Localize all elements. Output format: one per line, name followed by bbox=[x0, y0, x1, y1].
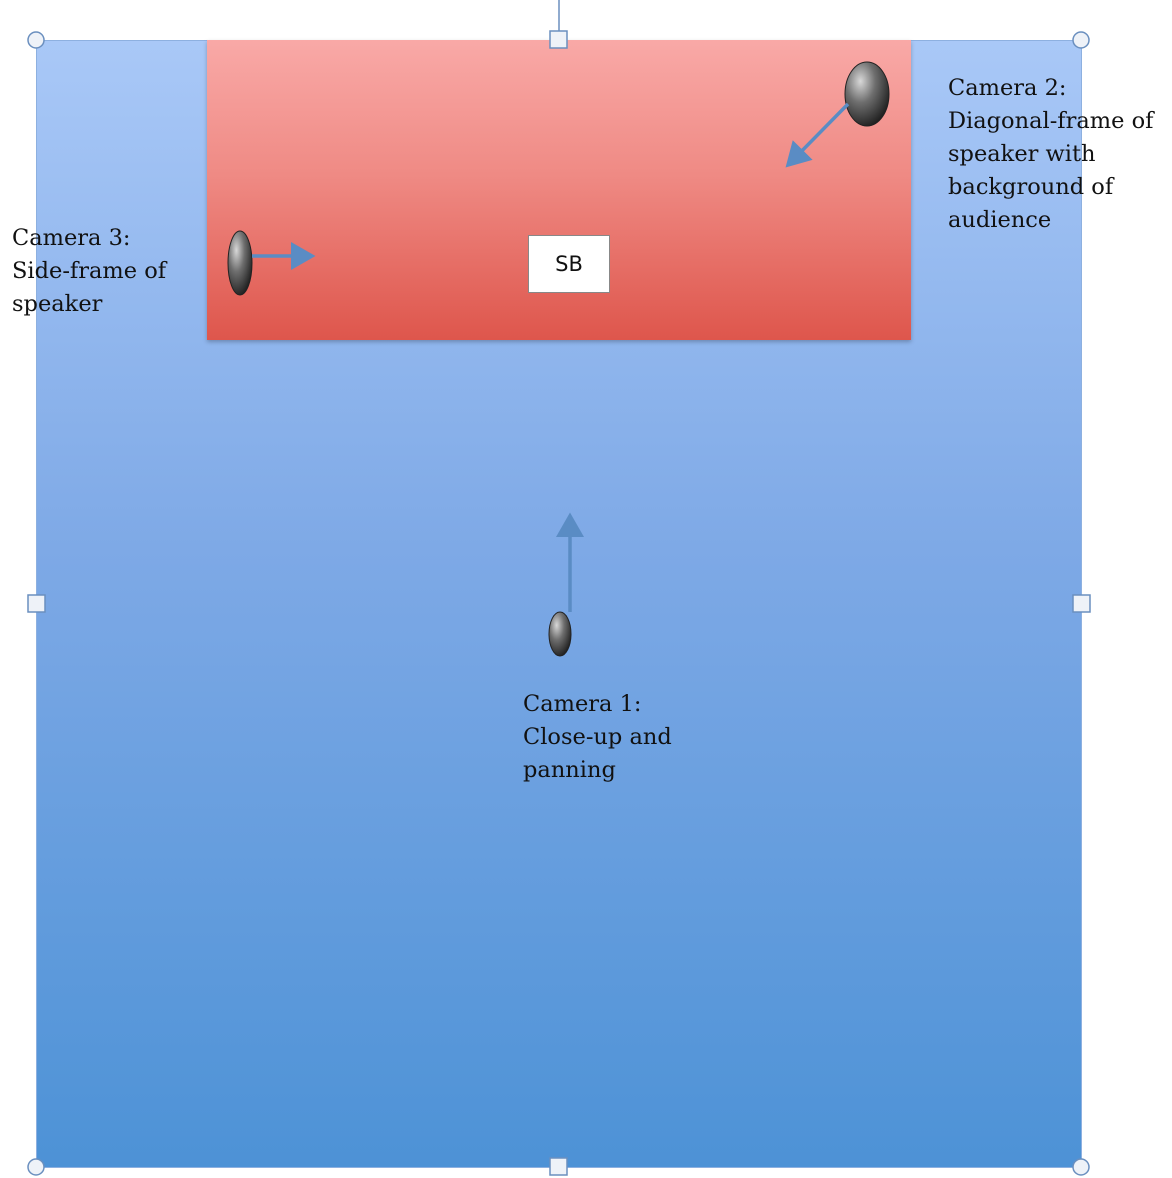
camera2-arrow bbox=[785, 102, 850, 168]
edge-handle-right[interactable] bbox=[1072, 594, 1091, 613]
camera2-icon bbox=[844, 61, 890, 127]
edge-handle-bottom[interactable] bbox=[549, 1157, 568, 1176]
corner-handle-top-right[interactable] bbox=[1072, 31, 1090, 49]
camera1-icon bbox=[548, 611, 572, 657]
corner-handle-bottom-left[interactable] bbox=[27, 1158, 45, 1176]
camera3-icon bbox=[227, 230, 253, 296]
camera2-label: Camera 2: Diagonal-frame of speaker with… bbox=[948, 75, 1154, 233]
sb-box: SB bbox=[528, 235, 610, 293]
camera3-label: Camera 3: Side-frame of speaker bbox=[12, 225, 167, 317]
edge-handle-top[interactable] bbox=[549, 30, 568, 49]
camera1-label: Camera 1: Close-up and panning bbox=[523, 691, 672, 783]
edge-handle-left[interactable] bbox=[27, 594, 46, 613]
sb-label: SB bbox=[555, 252, 583, 276]
corner-handle-top-left[interactable] bbox=[27, 31, 45, 49]
corner-handle-bottom-right[interactable] bbox=[1072, 1158, 1090, 1176]
selection-handles bbox=[27, 30, 1091, 1176]
